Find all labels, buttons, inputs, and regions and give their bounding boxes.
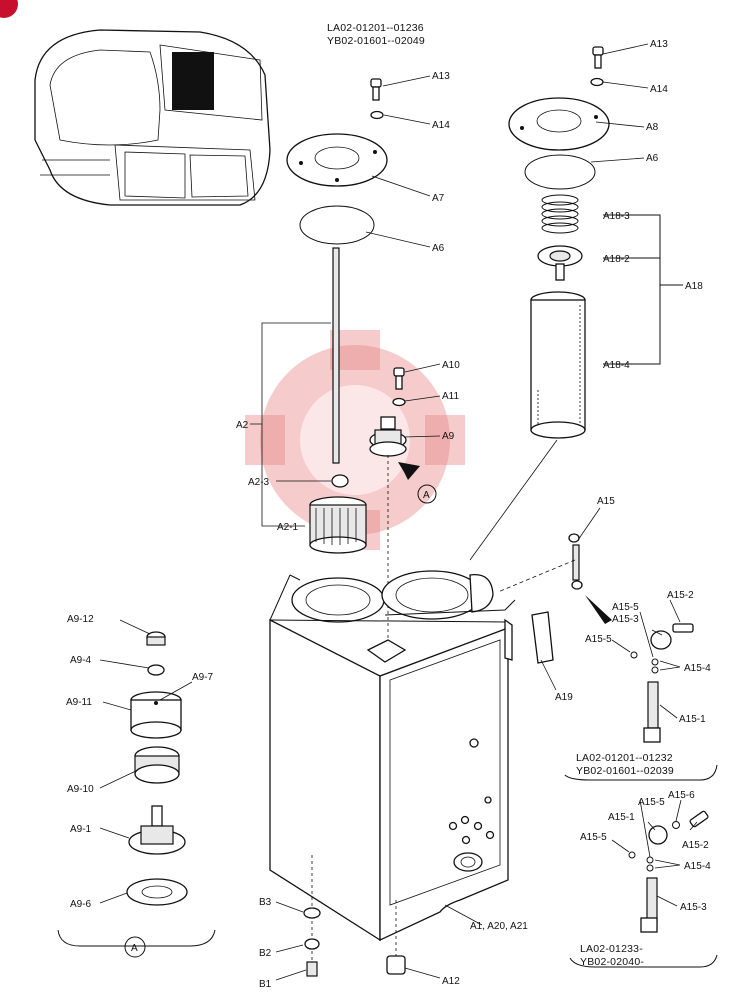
label-a9-11: A9-11 bbox=[66, 697, 92, 708]
a19-gasket bbox=[531, 611, 554, 664]
inset1-label-a15-5a: A15-5 bbox=[612, 602, 639, 613]
a15-level-gauge bbox=[497, 507, 612, 624]
label-a6-left: A6 bbox=[432, 243, 445, 254]
label-a2: A2 bbox=[236, 420, 249, 431]
inset1-label-a15-3: A15-3 bbox=[612, 614, 639, 625]
label-b2: B2 bbox=[259, 948, 272, 959]
breather-assembly: A bbox=[369, 367, 437, 640]
inset2-label-a15-6: A15-6 bbox=[668, 790, 695, 801]
label-a19: A19 bbox=[555, 692, 573, 703]
label-a18-2: A18-2 bbox=[603, 254, 630, 265]
inset2-label-a15-4: A15-4 bbox=[684, 861, 711, 872]
label-a7: A7 bbox=[432, 193, 445, 204]
label-a2-1: A2-1 bbox=[277, 522, 299, 533]
label-a9-12: A9-12 bbox=[67, 614, 94, 625]
label-a10: A10 bbox=[442, 360, 460, 371]
detail-a-marker: A bbox=[131, 943, 138, 954]
machine-location-sketch bbox=[34, 29, 271, 206]
detail-a-breather-exploded bbox=[57, 631, 216, 958]
label-a9-4: A9-4 bbox=[70, 655, 92, 666]
label-a14-left: A14 bbox=[432, 120, 450, 131]
label-a18: A18 bbox=[685, 281, 703, 292]
label-a12: A12 bbox=[442, 976, 460, 987]
inset1-label-a15-4: A15-4 bbox=[684, 663, 711, 674]
drain-plug-parts bbox=[303, 907, 406, 977]
label-a6-right: A6 bbox=[646, 153, 659, 164]
inset2-label-a15-3: A15-3 bbox=[680, 902, 707, 913]
label-a15: A15 bbox=[597, 496, 615, 507]
label-a9-1: A9-1 bbox=[70, 824, 92, 835]
watermark-logo bbox=[245, 330, 465, 550]
inset2-serial-2: YB02-02040- bbox=[580, 956, 644, 968]
inset1-label-a15-1: A15-1 bbox=[679, 714, 706, 725]
label-a1-a20-a21: A1, A20, A21 bbox=[470, 921, 528, 932]
header-serial-2: YB02-01601--02049 bbox=[327, 35, 425, 47]
inset-a15-variant-2 bbox=[569, 810, 718, 968]
label-a18-3: A18-3 bbox=[603, 211, 630, 222]
inset1-label-a15-5b: A15-5 bbox=[585, 634, 612, 645]
inset2-label-a15-2: A15-2 bbox=[682, 840, 709, 851]
inset1-label-a15-2: A15-2 bbox=[667, 590, 694, 601]
view-a-marker: A bbox=[423, 490, 430, 501]
callout-labels: A13 A14 A7 A6 A13 A14 A8 A6 A18-3 A18-2 … bbox=[66, 39, 711, 990]
label-a18-4: A18-4 bbox=[603, 360, 630, 371]
label-a8: A8 bbox=[646, 122, 659, 133]
inset1-serial-1: LA02-01201--01232 bbox=[576, 752, 673, 764]
inset2-serial-1: LA02-01233- bbox=[580, 943, 643, 955]
leader-lines bbox=[99, 43, 698, 981]
inset2-label-a15-5b: A15-5 bbox=[580, 832, 607, 843]
label-a9: A9 bbox=[442, 431, 455, 442]
label-a9-10: A9-10 bbox=[67, 784, 94, 795]
left-cover-assembly bbox=[286, 78, 388, 554]
corner-badge-icon bbox=[0, 0, 18, 18]
header-serial-1: LA02-01201--01236 bbox=[327, 22, 424, 34]
inset2-label-a15-5a: A15-5 bbox=[638, 797, 665, 808]
label-a2-3: A2-3 bbox=[248, 477, 270, 488]
label-a13-left: A13 bbox=[432, 71, 450, 82]
label-a9-6: A9-6 bbox=[70, 899, 92, 910]
inset-a15-variant-1 bbox=[564, 623, 718, 781]
label-b1: B1 bbox=[259, 979, 272, 990]
label-b3: B3 bbox=[259, 897, 272, 908]
return-filter-assembly bbox=[469, 46, 683, 561]
label-a14-right: A14 bbox=[650, 84, 668, 95]
inset1-serial-2: YB02-01601--02039 bbox=[576, 765, 674, 777]
label-a9-7: A9-7 bbox=[192, 672, 214, 683]
inset2-label-a15-1: A15-1 bbox=[608, 812, 635, 823]
label-a11: A11 bbox=[442, 391, 459, 402]
label-a13-right: A13 bbox=[650, 39, 668, 50]
hydraulic-tank bbox=[269, 570, 516, 975]
